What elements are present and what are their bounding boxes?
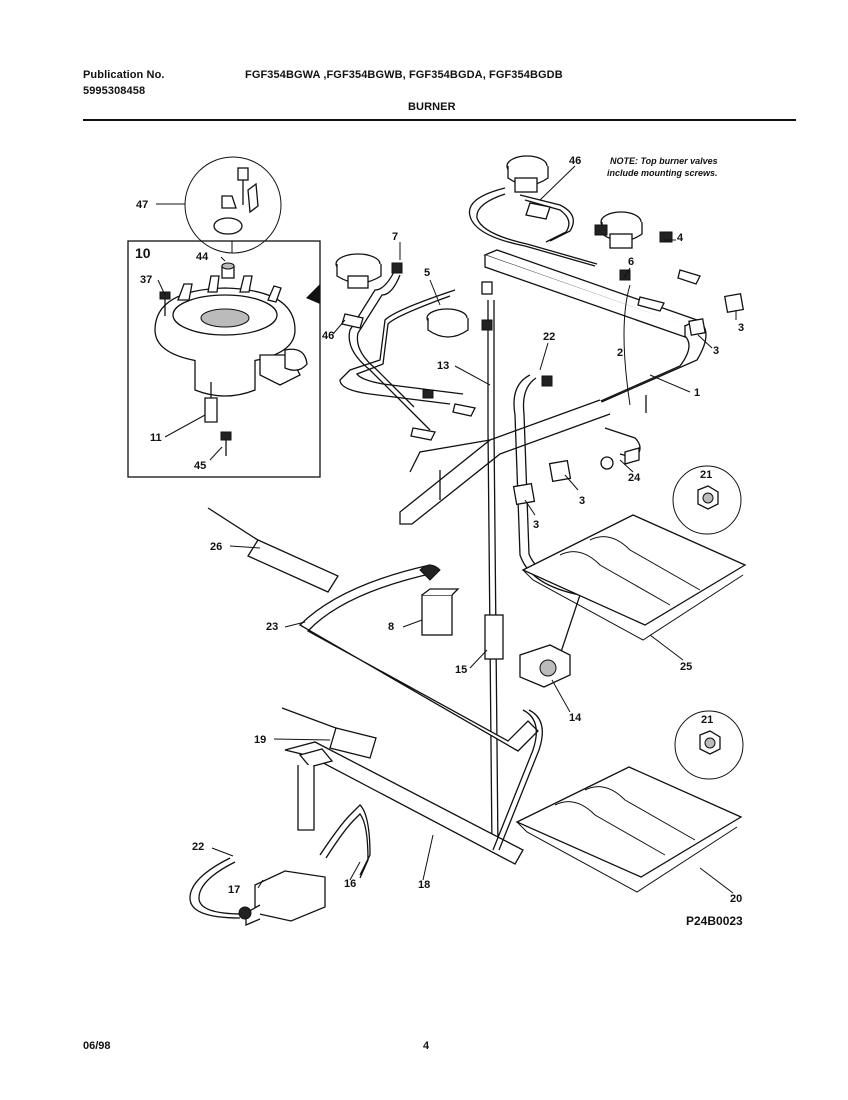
publication-number: 5995308458 [83,85,146,97]
model-numbers: FGF354BGWA ,FGF354BGWB, FGF354BGDA, FGF3… [245,69,563,81]
footer-page-number: 4 [423,1040,430,1052]
callout-3-c: 3 [579,495,585,507]
callout-18: 18 [418,879,430,891]
callout-16: 16 [344,878,356,890]
callout-37: 37 [140,274,152,286]
callout-21-top: 21 [700,469,712,481]
callout-21-bottom: 21 [701,714,713,726]
publication-label: Publication No. [83,69,165,81]
callout-25: 25 [680,661,692,673]
callout-14: 14 [569,712,582,724]
header-rule [83,119,796,121]
callout-3-d: 3 [533,519,539,531]
callout-22-bottom: 22 [192,841,204,853]
detail-box-10 [127,240,321,478]
callout-3-b: 3 [713,345,719,357]
callout-5: 5 [424,267,430,279]
callout-46-top: 46 [569,155,581,167]
callout-2: 2 [617,347,623,359]
callout-26: 26 [210,541,222,553]
callout-47: 47 [136,199,148,211]
callout-4: 4 [677,232,684,244]
note-line-2: include mounting screws. [607,168,718,178]
callout-45: 45 [194,460,206,472]
callout-13: 13 [437,360,449,372]
callout-23: 23 [266,621,278,633]
orifice-nuts [672,465,744,780]
figure-reference: P24B0023 [686,914,743,928]
section-title: BURNER [408,101,456,113]
callout-10: 10 [135,245,151,261]
manifold-assembly [339,187,707,851]
callout-6: 6 [628,256,634,268]
callout-7: 7 [392,231,398,243]
callout-17: 17 [228,884,240,896]
callout-24: 24 [628,472,641,484]
callout-22-top: 22 [543,331,555,343]
callout-46-left: 46 [322,330,334,342]
lower-burner-assembly [189,507,571,926]
footer-date: 06/98 [83,1040,111,1052]
callout-8: 8 [388,621,394,633]
callout-3-a: 3 [738,322,744,334]
top-burner-valves [335,155,745,506]
detail-circle-47 [184,156,282,254]
note-line-1: NOTE: Top burner valves [610,156,718,166]
callout-19: 19 [254,734,266,746]
callout-1: 1 [694,387,700,399]
callout-20: 20 [730,893,742,905]
callout-labels: 47 10 44 37 11 45 7 5 46 46 13 22 4 6 2 … [135,155,744,905]
flame-spreaders [515,514,747,893]
callout-11: 11 [150,432,162,444]
callout-44: 44 [196,251,209,263]
leader-lines [156,165,737,894]
callout-15: 15 [455,664,467,676]
